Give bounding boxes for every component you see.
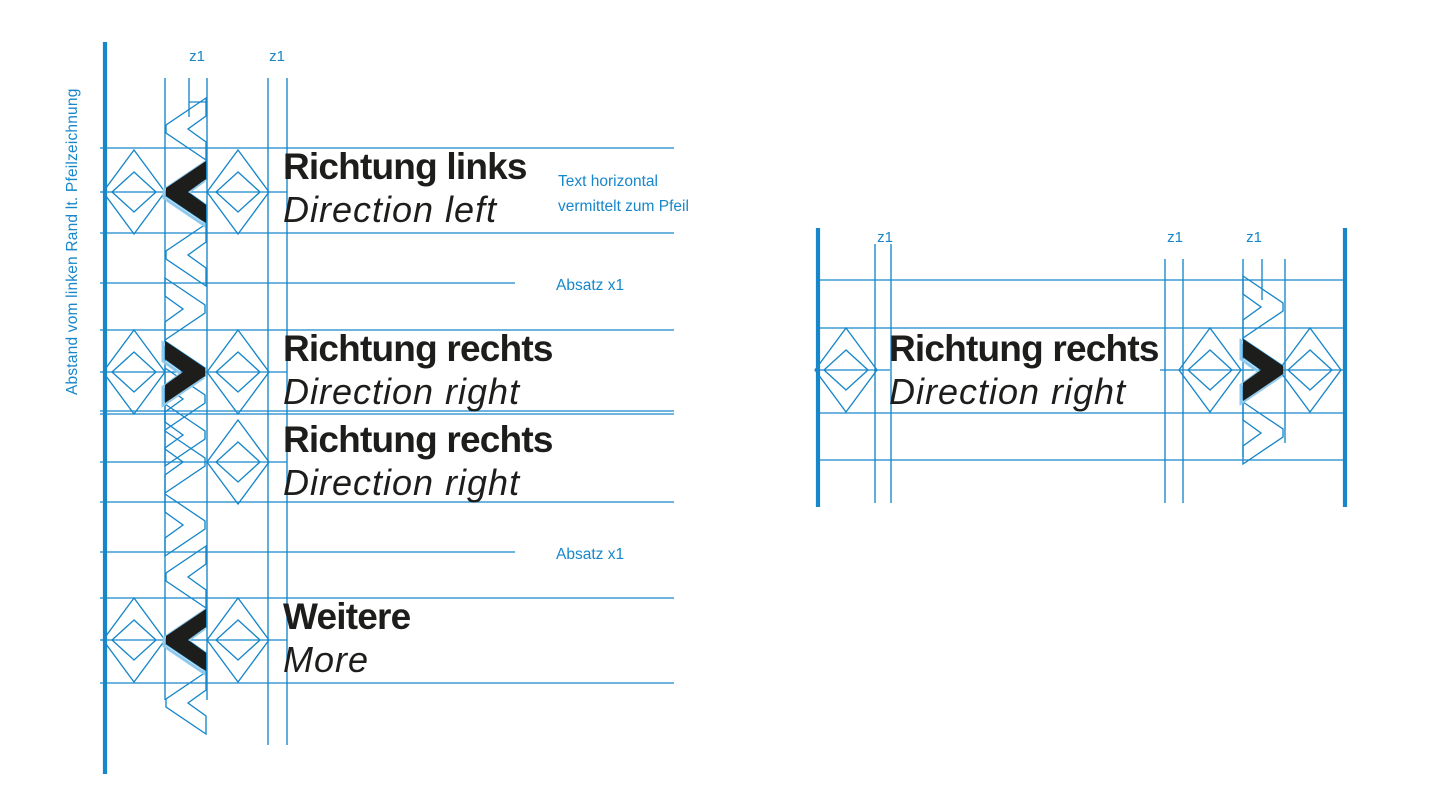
small-diamond-guide	[214, 441, 262, 483]
small-diamond-guide	[214, 351, 262, 393]
sign-text-translation: More	[283, 639, 370, 680]
arrow-chevron-glyph	[1243, 339, 1283, 401]
large-diamond-guide	[206, 596, 270, 684]
small-diamond-guide	[214, 619, 262, 661]
small-diamond-guide	[110, 619, 158, 661]
annotation-absatz: Absatz x1	[556, 277, 625, 294]
small-diamond-guide	[1186, 349, 1234, 391]
z1-measure-label: z1	[269, 48, 285, 65]
large-diamond-guide	[1178, 326, 1242, 414]
chevron-outline	[164, 276, 206, 342]
annotation-line: vermittelt zum Pfeil	[558, 197, 689, 215]
small-diamond-guide	[214, 171, 262, 213]
large-diamond-guide	[206, 328, 270, 416]
annotation-absatz: Absatz x1	[556, 546, 625, 563]
chevron-outline	[165, 670, 207, 736]
sign-text-title: Richtung rechts	[283, 328, 553, 369]
sign-text-translation: Direction right	[889, 371, 1127, 412]
large-diamond-guide	[206, 418, 270, 506]
margin-thick-lines	[102, 42, 1348, 774]
annotation-line: Text horizontal	[558, 173, 658, 190]
large-diamond-guide	[814, 326, 878, 414]
chevron-outline	[164, 402, 206, 468]
large-diamond-guide	[102, 148, 166, 236]
chevron-outline	[164, 429, 206, 495]
chevron-outline	[1242, 400, 1284, 466]
z1-measure-label: z1	[877, 229, 893, 246]
sign-text-title: Weitere	[283, 596, 411, 637]
z1-measure-label: z1	[1167, 229, 1183, 246]
sign-text-title: Richtung rechts	[889, 328, 1159, 369]
chevron-outline	[164, 492, 206, 558]
chevron-outline	[165, 96, 207, 162]
diamond-modules	[102, 148, 1342, 684]
arrow-chevron-glyph	[166, 161, 206, 223]
chevron-outline	[1242, 274, 1284, 340]
small-diamond-guide	[822, 349, 870, 391]
left-margin-label: Abstand vom linken Rand lt. Pfeilzeichnu…	[64, 88, 81, 395]
large-diamond-guide	[1278, 326, 1342, 414]
sign-text-translation: Direction left	[283, 189, 498, 230]
sign-text-translation: Direction right	[283, 371, 521, 412]
sign-text-title: Richtung rechts	[283, 419, 553, 460]
large-diamond-guide	[102, 596, 166, 684]
small-diamond-guide	[1286, 349, 1334, 391]
arrow-glyphs	[161, 160, 1283, 676]
large-diamond-guide	[206, 148, 270, 236]
sign-text-title: Richtung links	[283, 146, 528, 187]
chevron-outline	[165, 544, 207, 610]
z1-measure-label: z1	[189, 48, 205, 65]
large-diamond-guide	[102, 328, 166, 416]
sign-text-translation: Direction right	[283, 462, 521, 503]
chevron-outline	[165, 222, 207, 288]
z1-measure-label: z1	[1246, 229, 1262, 246]
small-diamond-guide	[110, 351, 158, 393]
arrow-chevron-glyph	[165, 341, 205, 403]
small-diamond-guide	[110, 171, 158, 213]
guide-lines	[100, 78, 1343, 745]
annotation-text-horizontal: Text horizontal vermittelt zum Pfeil	[558, 170, 689, 219]
arrow-chevron-glyph	[166, 609, 206, 671]
